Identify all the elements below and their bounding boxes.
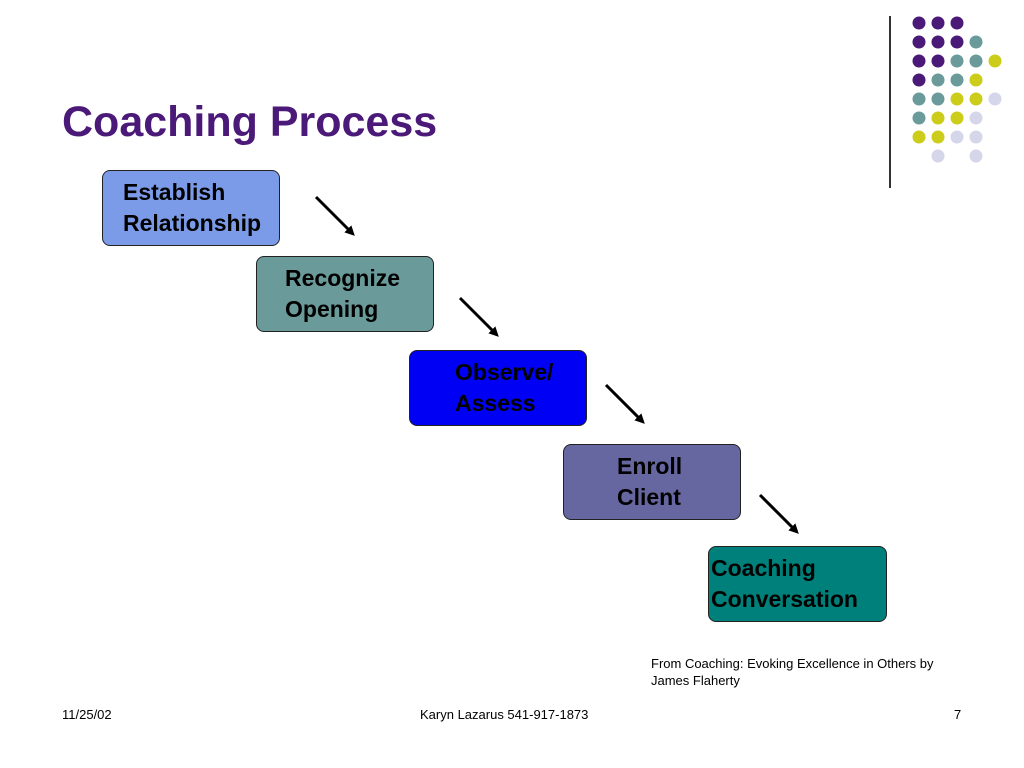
step-recognize-opening: Recognize Opening <box>256 256 434 332</box>
citation-line1: From Coaching: Evoking Excellence in Oth… <box>651 656 934 671</box>
dot <box>931 130 945 144</box>
dot <box>950 54 964 68</box>
step-label-line1: Observe/ <box>455 359 554 385</box>
step-label-line2: Client <box>617 484 681 510</box>
step-enroll-client: Enroll Client <box>563 444 741 520</box>
divider-line <box>889 16 891 188</box>
dot <box>912 73 926 87</box>
dot <box>912 130 926 144</box>
dot <box>950 35 964 49</box>
arrow-4 <box>758 493 799 534</box>
dot <box>912 111 926 125</box>
dot <box>969 149 983 163</box>
dot <box>969 130 983 144</box>
dot <box>931 149 945 163</box>
step-label-line1: Coaching <box>711 555 816 581</box>
dot <box>950 92 964 106</box>
arrow-1 <box>314 195 355 236</box>
step-label-line1: Establish <box>123 179 226 205</box>
dot <box>912 16 926 30</box>
dot <box>950 130 964 144</box>
dot <box>931 73 945 87</box>
dot <box>912 35 926 49</box>
step-label-line1: Enroll <box>617 453 683 479</box>
dot <box>950 16 964 30</box>
arrow-2 <box>458 296 499 337</box>
dot <box>912 54 926 68</box>
citation-line2: James Flaherty <box>651 673 740 688</box>
dot <box>969 35 983 49</box>
step-establish-relationship: Establish Relationship <box>102 170 280 246</box>
footer-date: 11/25/02 <box>62 707 112 722</box>
dot <box>969 54 983 68</box>
dot <box>969 73 983 87</box>
dot <box>969 111 983 125</box>
slide-title: Coaching Process <box>62 98 438 146</box>
source-citation: From Coaching: Evoking Excellence in Oth… <box>651 655 981 689</box>
arrow-3 <box>604 383 645 424</box>
dot <box>931 54 945 68</box>
step-label-line2: Opening <box>285 296 379 322</box>
step-label-line1: Recognize <box>285 265 401 291</box>
footer-author: Karyn Lazarus 541-917-1873 <box>420 707 589 722</box>
dot <box>988 92 1002 106</box>
step-observe-assess: Observe/ Assess <box>409 350 587 426</box>
dot <box>931 111 945 125</box>
dot <box>950 73 964 87</box>
dot <box>931 92 945 106</box>
dot <box>969 92 983 106</box>
dot <box>931 35 945 49</box>
decorative-dot-grid <box>912 16 1002 163</box>
step-label-line2: Assess <box>455 390 536 416</box>
dot <box>950 111 964 125</box>
dot <box>988 54 1002 68</box>
dot <box>912 92 926 106</box>
step-label-line2: Conversation <box>711 586 858 612</box>
dot <box>931 16 945 30</box>
footer-page-number: 7 <box>954 707 962 722</box>
step-label-line2: Relationship <box>123 210 262 236</box>
step-coaching-conversation: Coaching Conversation <box>708 546 887 622</box>
